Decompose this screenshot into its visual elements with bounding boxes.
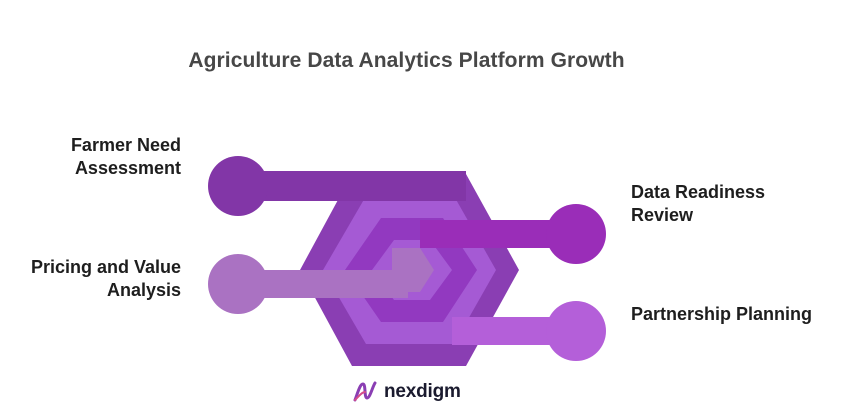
step-label-farmer-need-assessment: Farmer Need Assessment <box>70 135 181 178</box>
step-label-pricing-and-value-analysis: Pricing and Value Analysis <box>30 257 181 300</box>
brand-name: nexdigm <box>384 381 461 402</box>
farmer-arm <box>238 171 466 201</box>
data-node <box>546 204 606 264</box>
pricing-arm-tip <box>392 248 434 292</box>
step-label-data-readiness-review: Data Readiness Review <box>631 182 766 225</box>
step-label-partnership-planning: Partnership Planning <box>631 304 813 324</box>
page-title: Agriculture Data Analytics Platform Grow… <box>188 49 625 72</box>
farmer-node <box>208 156 268 216</box>
pricing-node <box>208 254 268 314</box>
nexdigm-logo-icon <box>353 381 377 402</box>
brand-logo: nexdigm <box>352 379 461 405</box>
partner-node <box>546 301 606 361</box>
